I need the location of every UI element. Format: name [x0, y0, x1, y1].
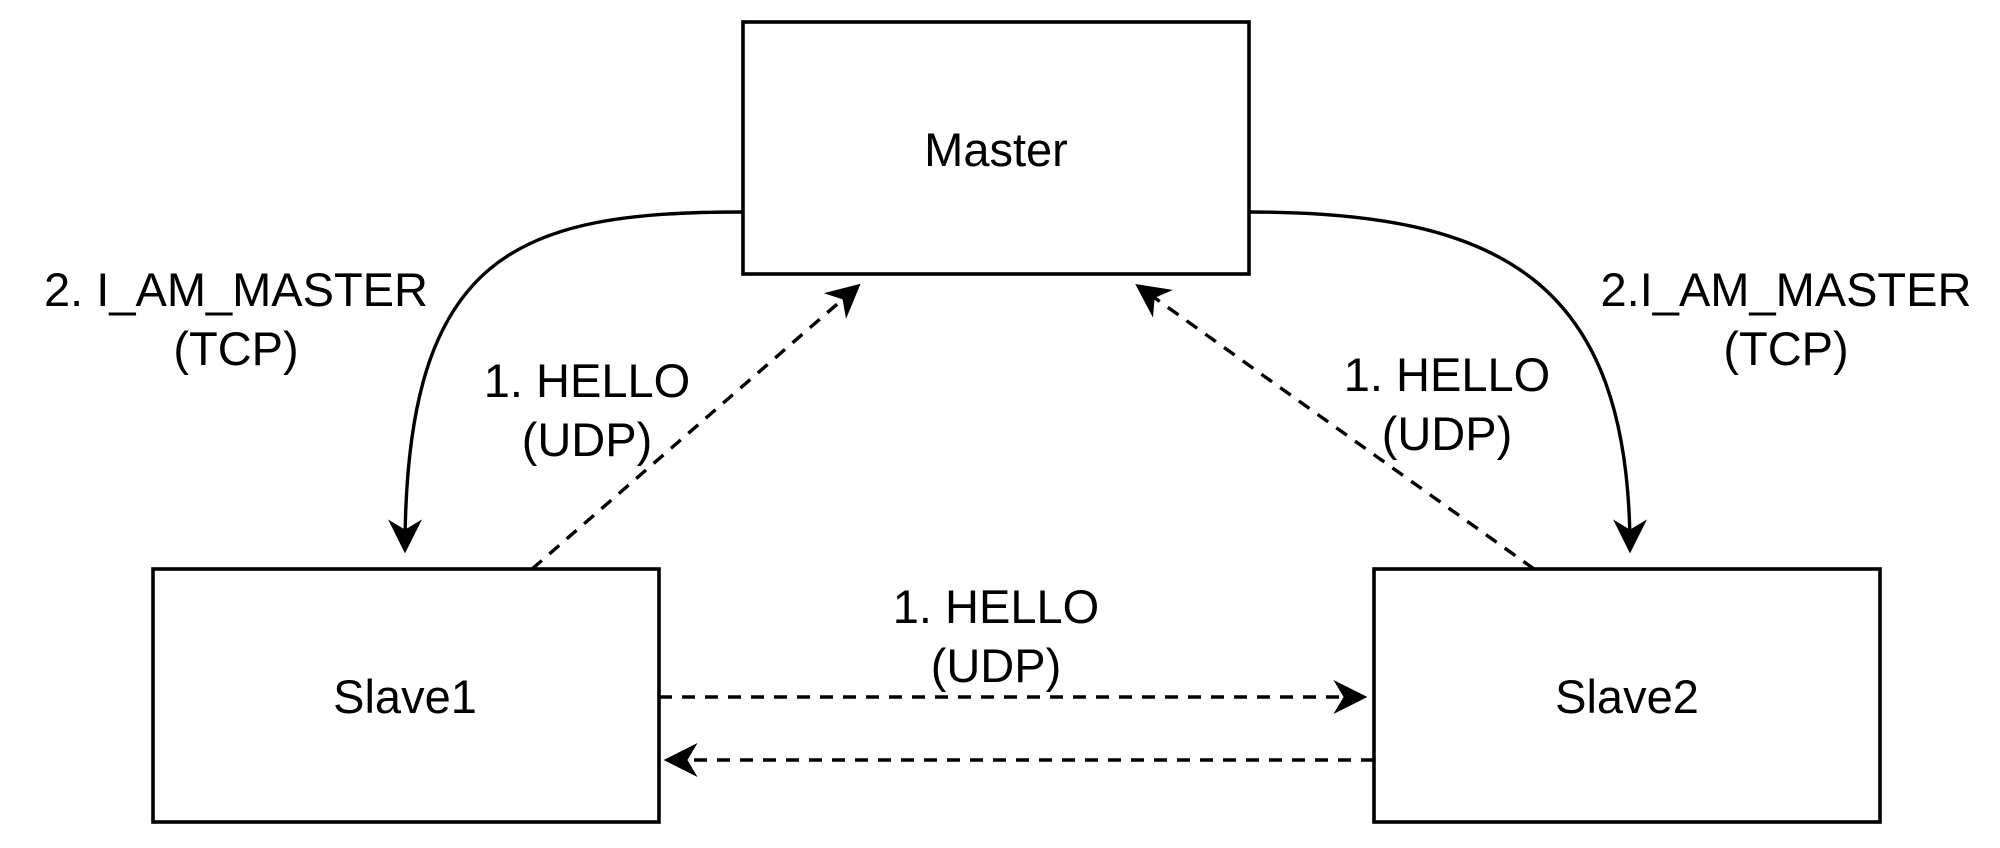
- edge-label-master-to-slave1: 2. I_AM_MASTER (TCP): [44, 263, 428, 375]
- edge-label-slave1-slave2: 1. HELLO (UDP): [893, 580, 1099, 692]
- slave2-label: Slave2: [1555, 670, 1699, 723]
- slave1-label: Slave1: [333, 670, 477, 723]
- edge-label-line1: 2.I_AM_MASTER: [1601, 263, 1972, 316]
- edge-label-slave1-to-master: 1. HELLO (UDP): [484, 354, 690, 466]
- edge-label-master-to-slave2: 2.I_AM_MASTER (TCP): [1601, 263, 1972, 375]
- edge-label-line1: 2. I_AM_MASTER: [44, 263, 428, 316]
- edge-label-line2: (UDP): [522, 413, 653, 466]
- edge-label-line1: 1. HELLO: [893, 580, 1099, 633]
- master-label: Master: [924, 123, 1068, 176]
- edge-label-line2: (UDP): [931, 639, 1062, 692]
- edge-label-line2: (TCP): [173, 322, 298, 375]
- edge-master-to-slave2: [1248, 210, 1647, 554]
- edge-slave1-to-master: [530, 283, 861, 571]
- edge-label-line2: (TCP): [1723, 322, 1848, 375]
- edge-label-line2: (UDP): [1382, 407, 1513, 460]
- master-node: Master: [741, 20, 1251, 276]
- edge-label-line1: 1. HELLO: [484, 354, 690, 407]
- edge-master-to-slave1: [388, 210, 744, 554]
- edge-label-slave2-to-master: 1. HELLO (UDP): [1344, 348, 1550, 460]
- slave2-node: Slave2: [1372, 567, 1882, 824]
- edge-label-line1: 1. HELLO: [1344, 348, 1550, 401]
- edge-slave2-to-master: [1135, 284, 1535, 571]
- slave1-node: Slave1: [151, 567, 661, 824]
